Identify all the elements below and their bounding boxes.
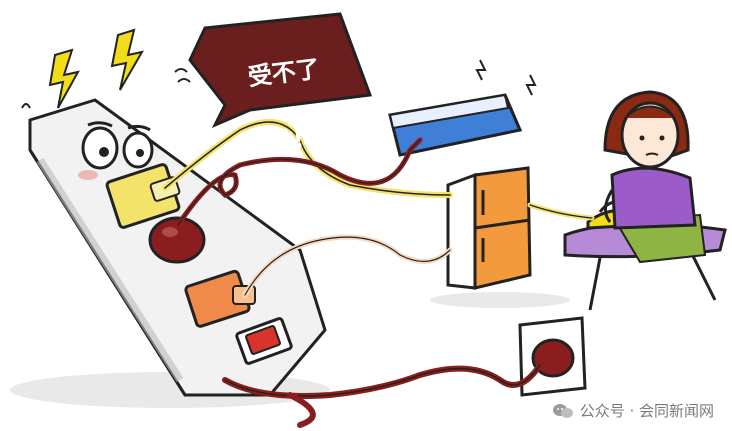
lightning-left — [48, 48, 80, 109]
wall-outlet — [518, 316, 587, 397]
cables — [162, 119, 595, 428]
power-switch — [245, 325, 281, 355]
watermark: 公众号 · 会同新闻网 — [552, 400, 714, 421]
plug-red-round — [148, 216, 206, 264]
speech-line-2: 啦!! — [267, 123, 317, 158]
wechat-icon — [552, 402, 574, 420]
woman — [603, 90, 697, 230]
refrigerator — [446, 166, 532, 290]
air-conditioner — [388, 59, 537, 157]
speech-bubble — [188, 12, 373, 128]
fridge-shadow — [430, 292, 570, 308]
speech-line-1: 受不了 — [246, 54, 322, 92]
watermark-text: 公众号 · 会同新闻网 — [579, 402, 714, 420]
lightning-right — [110, 28, 144, 91]
speech-bubble-text: 受不了 啦!! — [213, 14, 353, 157]
